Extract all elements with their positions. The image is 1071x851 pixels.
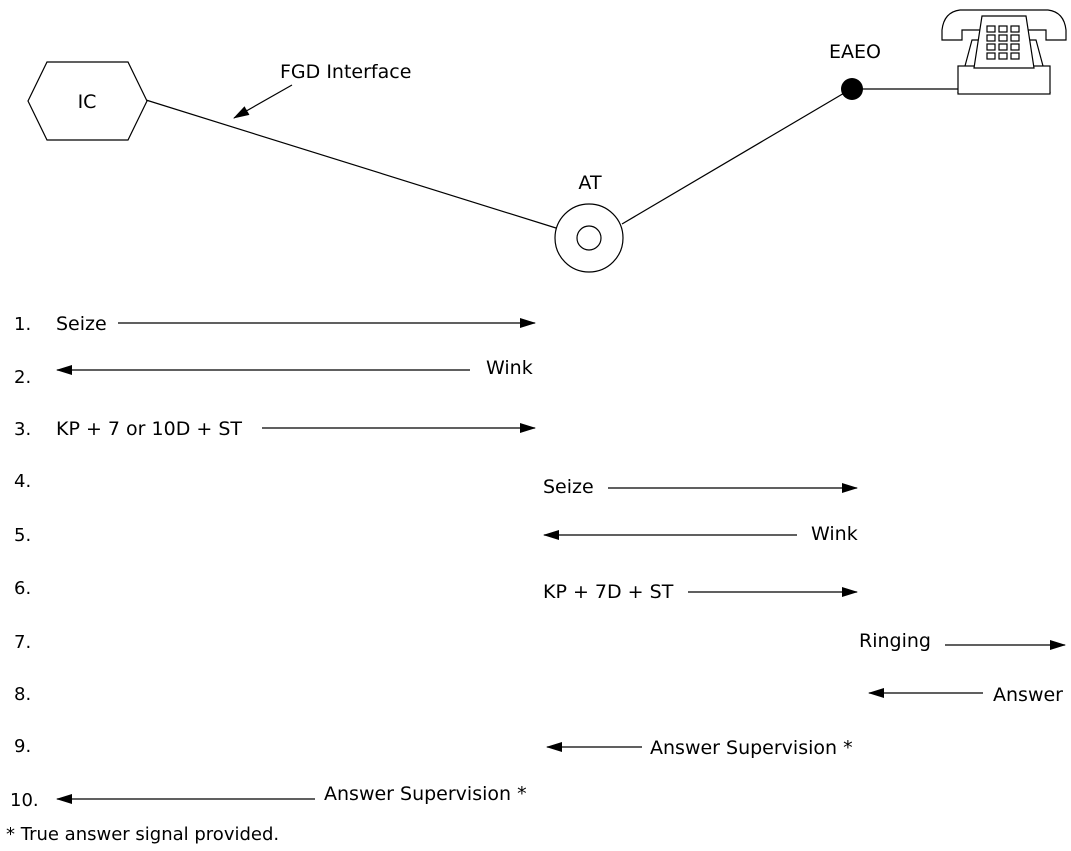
step-7: 7. Ringing (14, 630, 1066, 653)
step-number: 1. (14, 314, 31, 335)
step-message: Seize (543, 476, 594, 498)
fgd-interface-pointer (233, 84, 293, 119)
step-message: Answer Supervision * (650, 737, 853, 759)
step-message: Answer (993, 684, 1063, 706)
step-number: 2. (14, 367, 31, 388)
ic-label: IC (78, 91, 97, 113)
at-label: AT (578, 172, 602, 194)
step-number: 3. (14, 419, 31, 440)
step-4: 4. Seize (14, 471, 858, 498)
eaeo-node (841, 78, 863, 100)
fgd-interface-label: FGD Interface (280, 61, 411, 83)
network-topology: IC FGD Interface AT EAEO (27, 9, 1067, 273)
signaling-sequence: 1. Seize 2. Wink 3. KP + 7 or 10D + ST 4… (10, 313, 1066, 811)
at-node-inner (576, 225, 602, 251)
step-3: 3. KP + 7 or 10D + ST (14, 418, 536, 440)
eaeo-label: EAEO (829, 41, 881, 63)
step-5: 5. Wink (14, 523, 858, 546)
at-to-eaeo-link (621, 88, 852, 225)
step-8: 8. Answer (14, 684, 1063, 706)
step-number: 4. (14, 471, 31, 492)
step-message: KP + 7 or 10D + ST (56, 418, 242, 440)
step-message: Seize (56, 313, 107, 335)
step-2: 2. Wink (14, 357, 533, 388)
footnote: * True answer signal provided. (6, 824, 279, 845)
step-number: 7. (14, 632, 31, 653)
step-number: 5. (14, 525, 31, 546)
step-6: 6. KP + 7D + ST (14, 578, 858, 603)
step-number: 10. (10, 790, 39, 811)
step-1: 1. Seize (14, 313, 536, 335)
step-number: 9. (14, 736, 31, 757)
ic-node (27, 61, 148, 141)
step-message: Wink (811, 523, 858, 545)
step-9: 9. Answer Supervision * (14, 736, 853, 759)
step-number: 6. (14, 578, 31, 599)
step-message: Ringing (859, 630, 931, 652)
step-message: Answer Supervision * (324, 783, 527, 805)
ic-to-at-link (145, 99, 557, 229)
step-message: KP + 7D + ST (543, 581, 674, 603)
step-10: 10. Answer Supervision * (10, 783, 527, 811)
telephone-icon (941, 9, 1067, 95)
step-number: 8. (14, 684, 31, 705)
step-message: Wink (486, 357, 533, 379)
